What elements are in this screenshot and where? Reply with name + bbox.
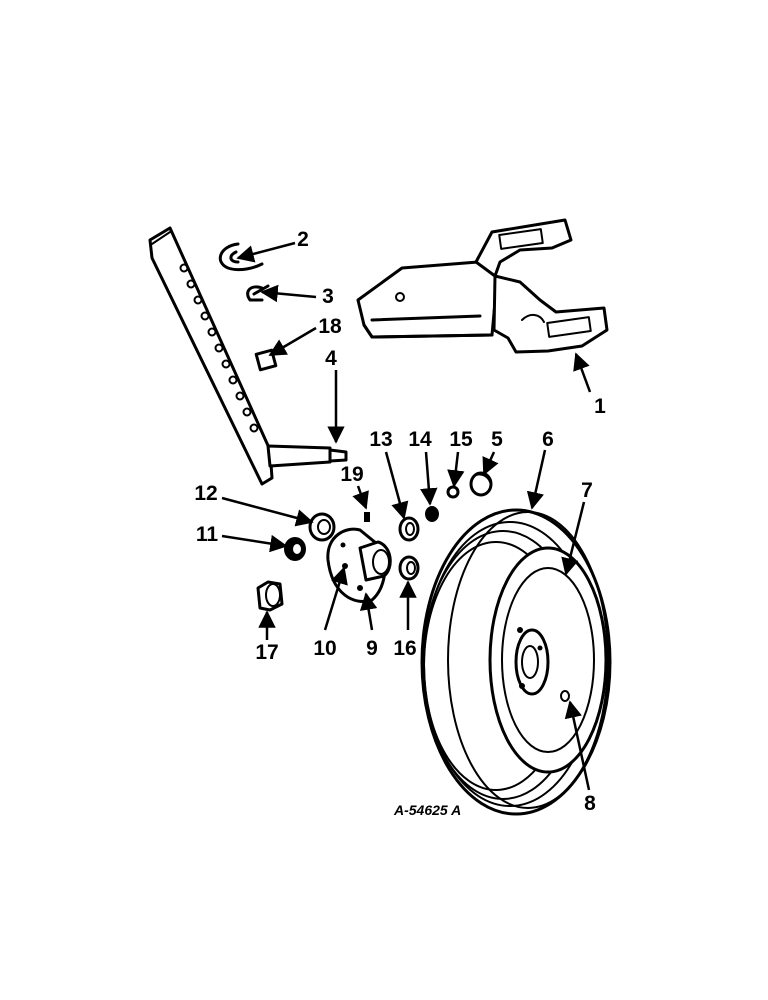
callout-18: 18 [318, 315, 342, 338]
castle-nut [446, 485, 460, 499]
leader-lines [221, 241, 592, 791]
callout-6: 6 [542, 428, 554, 451]
hub-bolt [364, 512, 370, 522]
mounting-bracket [356, 218, 609, 354]
spindle-arm [148, 226, 274, 486]
callout-14: 14 [408, 428, 432, 451]
callout-8: 8 [584, 792, 596, 815]
clip-pin [218, 242, 264, 272]
callout-3: 3 [322, 285, 334, 308]
callout-5: 5 [491, 428, 503, 451]
callout-12: 12 [194, 482, 217, 505]
callout-labels: 1 2 3 18 4 13 14 15 5 6 19 7 12 11 17 10… [194, 228, 606, 815]
callout-10: 10 [313, 637, 336, 660]
callout-1: 1 [594, 395, 606, 418]
outer-bearing [398, 516, 420, 542]
callout-15: 15 [449, 428, 473, 451]
drawing-number: A-54625 A [393, 802, 461, 818]
callout-4: 4 [325, 347, 337, 370]
seal [308, 512, 336, 542]
wheel-and-tire [420, 508, 612, 816]
outer-bearing-cup [398, 555, 420, 581]
callout-7: 7 [581, 479, 593, 502]
callout-9: 9 [366, 637, 378, 660]
washer [425, 506, 439, 522]
callout-17: 17 [255, 641, 278, 664]
callout-19: 19 [340, 463, 363, 486]
callout-13: 13 [369, 428, 392, 451]
inner-bearing [284, 537, 306, 561]
callout-2: 2 [297, 228, 309, 251]
spindle [266, 444, 348, 468]
callout-16: 16 [393, 637, 416, 660]
callout-11: 11 [196, 523, 219, 546]
bearing-cup [256, 580, 284, 612]
hub-cap [469, 471, 493, 497]
